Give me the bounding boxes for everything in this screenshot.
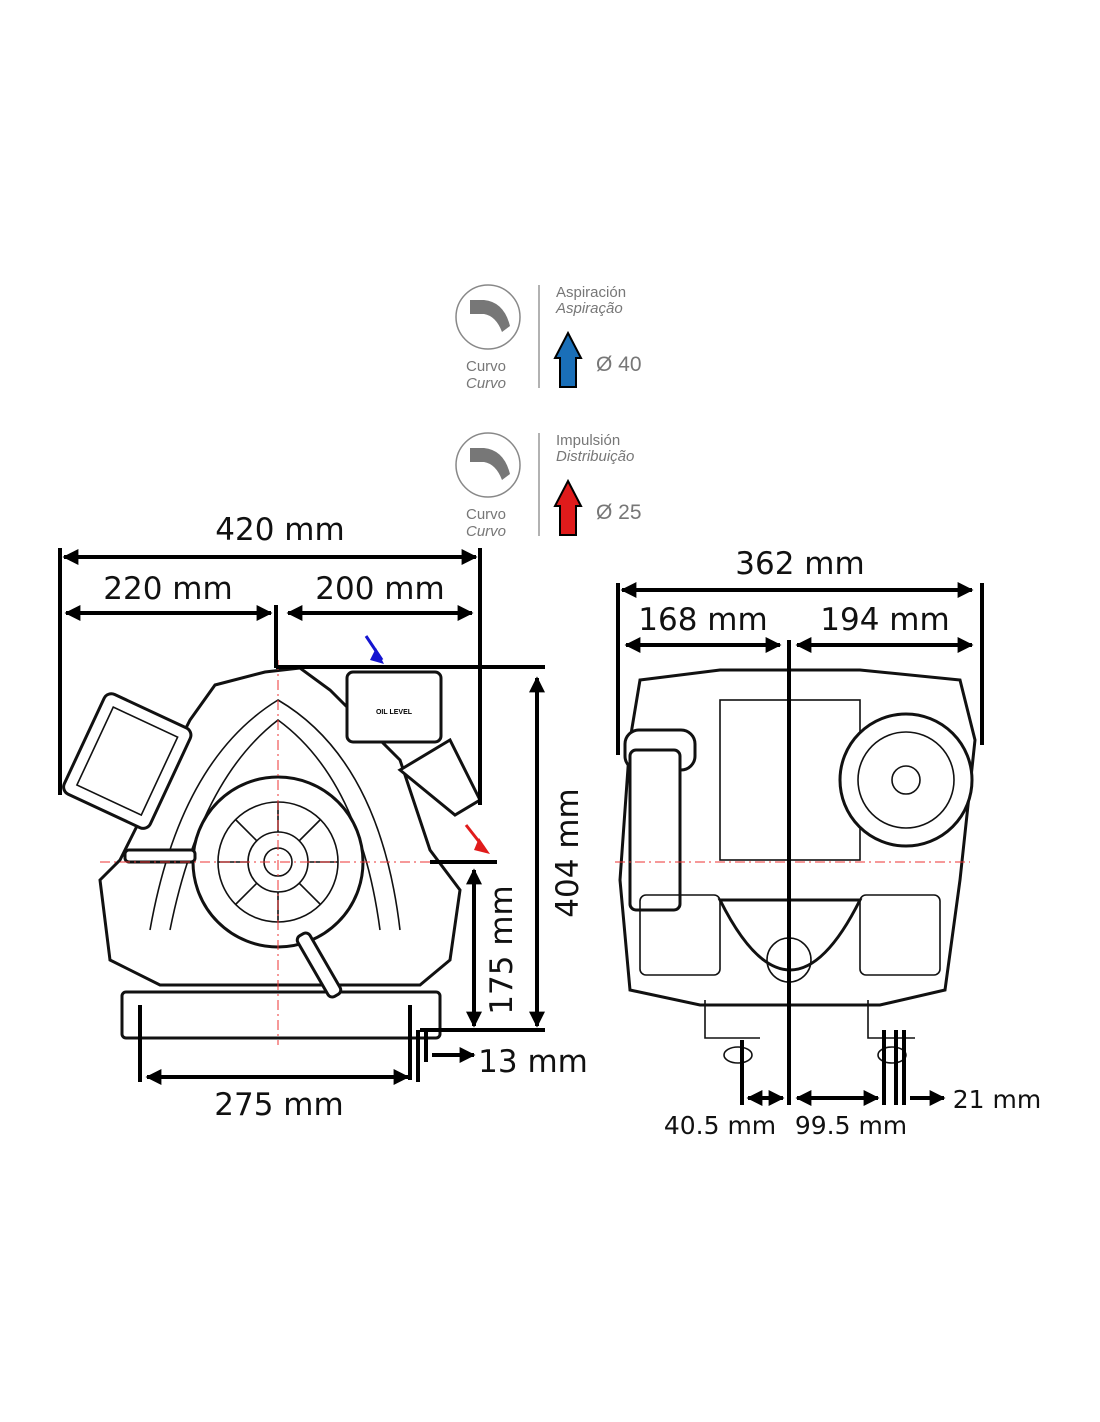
fitting-label: Curvo (466, 358, 506, 375)
left-width-label: 220 mm (103, 571, 232, 607)
side-overall-width-label: 362 mm (735, 546, 864, 582)
curved-elbow-icon (455, 432, 521, 498)
suction-diameter: Ø 40 (596, 353, 642, 376)
discharge-diameter: Ø 25 (596, 501, 642, 524)
red-arrow-icon (553, 478, 583, 536)
height-label: 404 mm (550, 788, 586, 917)
base-thickness-label: 13 mm (478, 1044, 588, 1080)
overall-width-label: 420 mm (215, 512, 344, 548)
front-dimensions: 420 mm 220 mm 200 mm 404 mm 175 mm 13 mm… (58, 512, 588, 1123)
suction-label-pt: Aspiração (555, 300, 623, 317)
side-left-width-label: 168 mm (638, 602, 767, 638)
offset-right-label: 99.5 mm (795, 1111, 907, 1140)
right-width-label: 200 mm (315, 571, 444, 607)
shaft-height-label: 175 mm (484, 885, 520, 1014)
fitting-label-pt: Curvo (466, 523, 506, 540)
oil-level-label: OIL LEVEL (376, 709, 413, 716)
discharge-label: Impulsión (556, 432, 620, 449)
offset-left-label: 40.5 mm (664, 1111, 776, 1140)
suction-label: Aspiración (556, 284, 626, 301)
curved-elbow-icon (455, 284, 521, 350)
pump-side-view (615, 668, 977, 1064)
discharge-label-pt: Distribuição (556, 448, 634, 465)
base-width-label: 275 mm (214, 1087, 343, 1123)
pump-front-view: OIL LEVEL (62, 660, 482, 1045)
fitting-label-pt: Curvo (466, 375, 506, 392)
legend-suction: Curvo Curvo Aspiración Aspiração Ø 40 (455, 284, 642, 392)
legend-discharge: Curvo Curvo Impulsión Distribuição Ø 25 (455, 432, 642, 540)
side-right-width-label: 194 mm (820, 602, 949, 638)
slot-width-label: 21 mm (953, 1085, 1041, 1114)
fitting-label: Curvo (466, 506, 506, 523)
side-dimensions: 362 mm 168 mm 194 mm 40.5 mm 99.5 mm 21 … (616, 546, 1041, 1140)
blue-arrow-icon (553, 330, 583, 388)
